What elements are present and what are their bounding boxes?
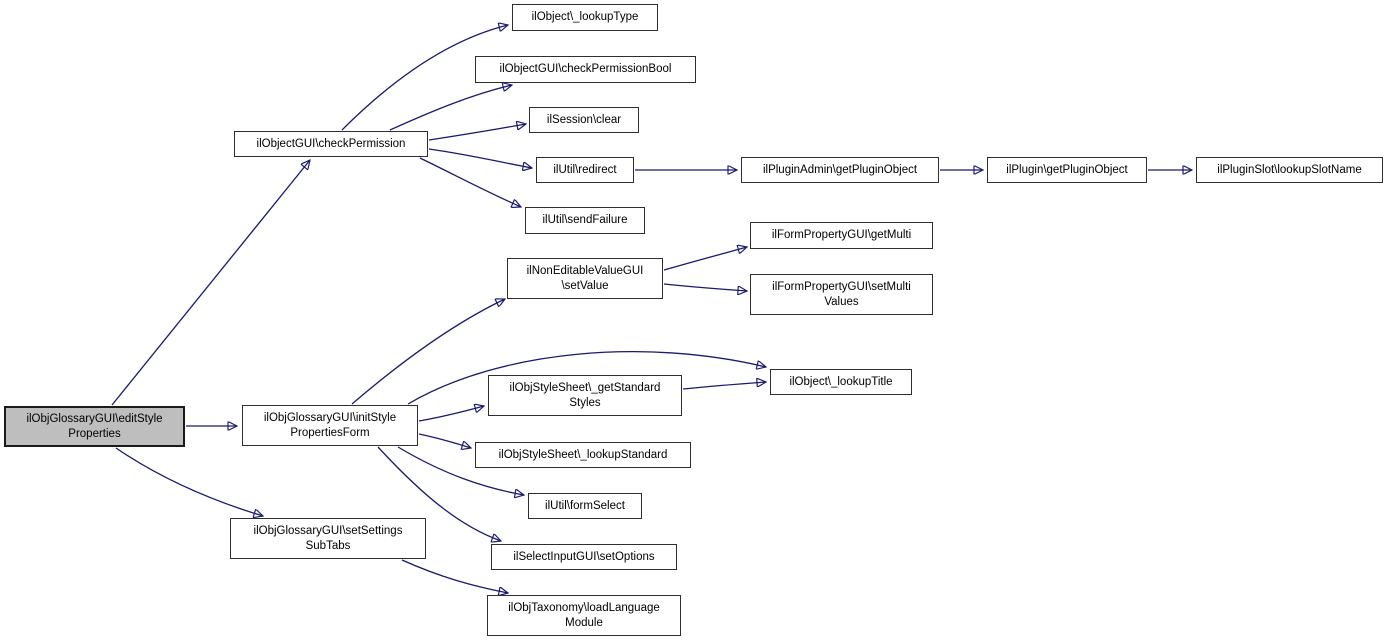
edge-initStylePropertiesForm-getStandardStyles [418, 406, 484, 422]
node-set-multi-values[interactable]: ilFormPropertyGUI\setMulti Values [750, 274, 933, 315]
edge-setValue-setMultiValues [663, 283, 747, 291]
edge-initStylePropertiesForm-setOptions [377, 446, 501, 541]
node-session-clear[interactable]: ilSession\clear [529, 107, 639, 133]
node-check-permission[interactable]: ilObjectGUI\checkPermission [234, 131, 428, 157]
edge-initStylePropertiesForm-lookupStandard [418, 433, 471, 448]
node-set-settings-sub-tabs[interactable]: ilObjGlossaryGUI\setSettings SubTabs [230, 518, 426, 559]
node-get-standard-styles[interactable]: ilObjStyleSheet\_getStandard Styles [488, 375, 682, 416]
node-plugin-get-plugin-object[interactable]: ilPlugin\getPluginObject [987, 157, 1147, 183]
node-lookup-standard[interactable]: ilObjStyleSheet\_lookupStandard [475, 442, 691, 468]
edge-checkPermission-redirect [428, 148, 532, 168]
edge-checkPermission-lookupType [341, 25, 508, 131]
node-set-value[interactable]: ilNonEditableValueGUI \setValue [507, 258, 663, 299]
node-form-select[interactable]: ilUtil\formSelect [528, 493, 642, 519]
node-edit-style-properties: ilObjGlossaryGUI\editStyle Properties [4, 406, 185, 447]
node-lookup-slot-name[interactable]: ilPluginSlot\lookupSlotName [1196, 157, 1383, 183]
edge-checkPermission-sendFailure [419, 157, 521, 207]
node-redirect[interactable]: ilUtil\redirect [536, 157, 634, 183]
edge-checkPermission-sessionClear [428, 124, 526, 141]
edge-checkPermission-checkPermissionBool [389, 85, 512, 131]
edge-setSettingsSubTabs-loadLanguageModule [401, 559, 508, 593]
node-set-options[interactable]: ilSelectInputGUI\setOptions [491, 544, 677, 570]
node-init-style-properties-form[interactable]: ilObjGlossaryGUI\initStyle PropertiesFor… [242, 405, 418, 446]
edge-initStylePropertiesForm-lookupTitle [407, 351, 766, 405]
node-load-language-module[interactable]: ilObjTaxonomy\loadLanguage Module [487, 595, 681, 636]
node-get-multi[interactable]: ilFormPropertyGUI\getMulti [750, 222, 933, 249]
edge-editStyleProperties-setSettingsSubTabs [115, 447, 263, 516]
node-plugin-admin-get-plugin-object[interactable]: ilPluginAdmin\getPluginObject [741, 157, 939, 183]
node-send-failure[interactable]: ilUtil\sendFailure [525, 207, 645, 234]
node-check-permission-bool[interactable]: ilObjectGUI\checkPermissionBool [475, 56, 696, 83]
edge-initStylePropertiesForm-setValue [351, 299, 505, 405]
node-lookup-type[interactable]: ilObject\_lookupType [512, 4, 658, 31]
edge-setValue-getMulti [663, 247, 747, 271]
edge-initStylePropertiesForm-formSelect [397, 446, 524, 495]
node-lookup-title[interactable]: ilObject\_lookupTitle [770, 369, 912, 395]
edge-editStyleProperties-checkPermission [111, 160, 310, 406]
edge-getStandardStyles-lookupTitle [682, 382, 766, 390]
